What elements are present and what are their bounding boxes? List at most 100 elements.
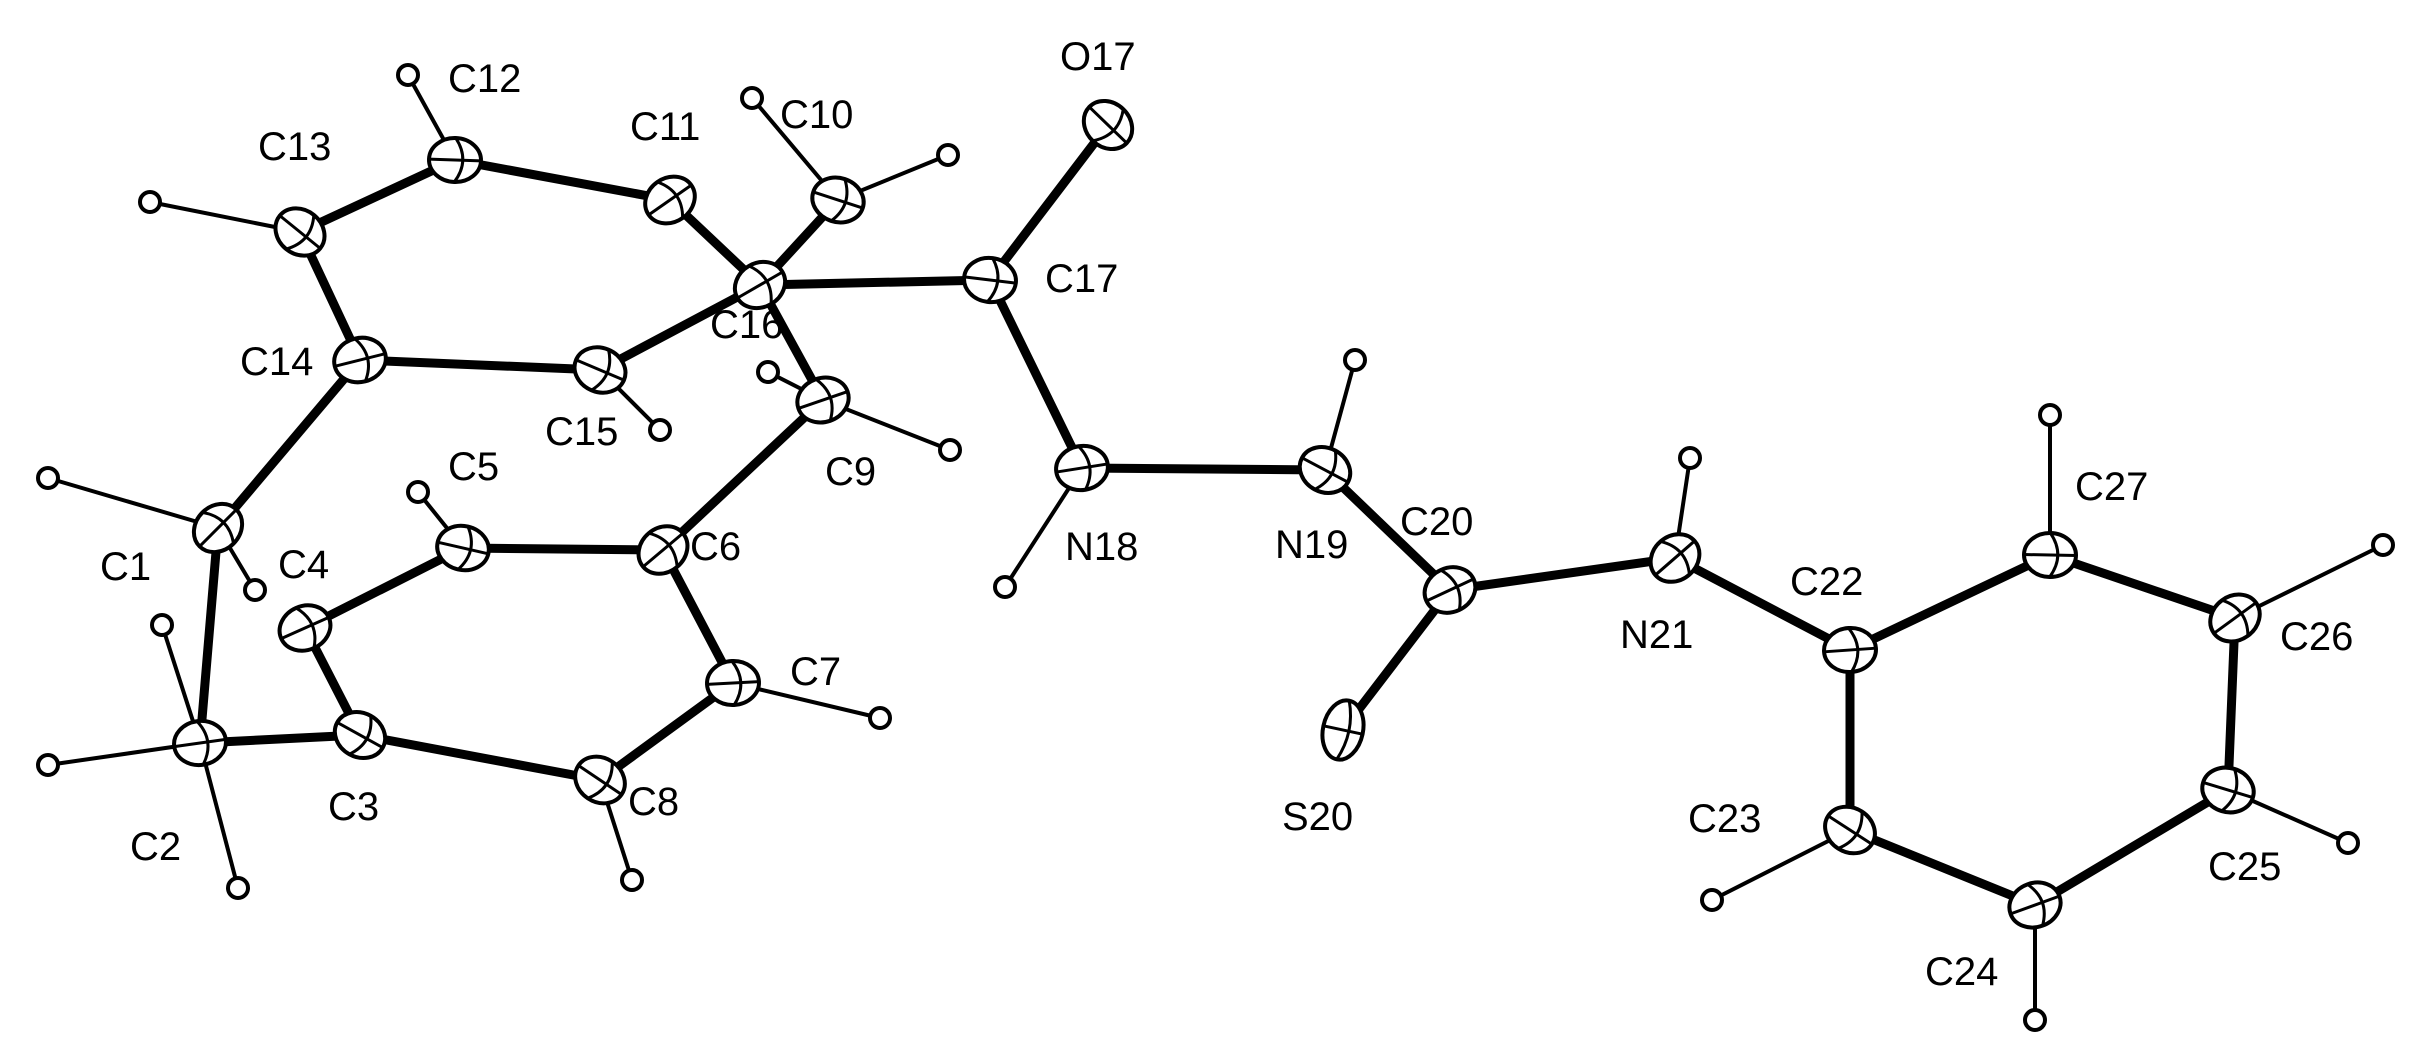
hydrogen-atom-22 [2023, 1008, 2047, 1032]
bond-c24-c25 [2030, 785, 2233, 910]
atom-label-c9: C9 [825, 450, 876, 494]
hydrogen-atom-4 [648, 418, 672, 442]
atom-n18 [1054, 443, 1110, 493]
atom-label-n19: N19 [1275, 523, 1348, 567]
atom-label-c6: C6 [690, 525, 741, 569]
bond-c27-c22 [1845, 550, 2055, 655]
atom-c10 [810, 175, 866, 225]
bond-c12-c13 [295, 155, 460, 237]
hydrogen-atom-14 [620, 868, 644, 892]
bond-c6-c7 [658, 545, 738, 688]
hydrogen-atom-8 [243, 578, 267, 602]
atom-n21 [1648, 532, 1702, 584]
atom-label-n18: N18 [1065, 525, 1138, 569]
atom-label-c2: C2 [130, 825, 181, 869]
bond-c20-n21 [1445, 553, 1680, 595]
hydrogen-atom-6 [938, 438, 962, 462]
atom-c11 [643, 174, 697, 226]
bond-c8-c3 [355, 730, 605, 785]
atom-c12 [427, 135, 483, 185]
hydrogen-atom-5 [756, 360, 780, 384]
hydrogen-atom-0 [396, 63, 420, 87]
atom-c3 [332, 709, 388, 761]
atom-label-c23: C23 [1688, 797, 1761, 841]
bond-c4-c5 [300, 543, 468, 633]
atom-label-c22: C22 [1790, 560, 1863, 604]
atom-label-c13: C13 [258, 125, 331, 169]
atom-label-c5: C5 [448, 445, 499, 489]
atom-label-c15: C15 [545, 410, 618, 454]
atom-c16 [732, 259, 788, 311]
bond-c7-c8 [595, 678, 738, 785]
atom-label-c3: C3 [328, 785, 379, 829]
atom-c17 [962, 255, 1018, 305]
atom-label-c25: C25 [2208, 845, 2281, 889]
atom-label-c8: C8 [628, 780, 679, 824]
hydrogen-atom-9 [150, 613, 174, 637]
atom-label-c12: C12 [448, 57, 521, 101]
atom-label-c16: C16 [710, 303, 783, 347]
atom-label-c20: C20 [1400, 500, 1473, 544]
atom-c5 [435, 523, 491, 573]
bond-c1-c2 [195, 523, 223, 748]
atom-c23 [1823, 804, 1877, 856]
bond-n18-n19 [1077, 463, 1330, 475]
atom-label-c1: C1 [100, 545, 151, 589]
hydrogen-atom-17 [1678, 446, 1702, 470]
bond-c11-c12 [450, 155, 675, 205]
hydrogen-atom-layer [36, 63, 2395, 1032]
hydrogen-atom-18 [2038, 403, 2062, 427]
atom-c24 [2007, 880, 2063, 930]
atom-label-o17: O17 [1060, 35, 1136, 79]
atom-c20 [1422, 565, 1478, 615]
atom-c26 [2208, 592, 2262, 644]
atom-label-c17: C17 [1045, 257, 1118, 301]
hydrogen-atom-20 [2336, 831, 2360, 855]
bond-c16-c17 [755, 275, 995, 290]
atom-c14 [332, 335, 388, 385]
hydrogen-atom-10 [36, 753, 60, 777]
atom-c15 [572, 345, 628, 395]
bond-n19-c20 [1320, 465, 1455, 595]
atom-label-c24: C24 [1925, 950, 1998, 994]
atom-label-c11: C11 [630, 105, 700, 149]
bond-n21-c22 [1670, 553, 1855, 655]
hydrogen-atom-21 [1700, 888, 1724, 912]
bond-c23-c24 [1845, 825, 2040, 910]
bond-c25-c26 [2223, 613, 2240, 795]
bond-c6-c9 [658, 395, 828, 555]
bond-c20-s20 [1338, 585, 1455, 735]
bond-c26-c27 [2045, 550, 2240, 623]
hydrogen-atom-2 [740, 86, 764, 110]
bond-c15-c16 [595, 280, 765, 375]
atom-label-s20: S20 [1282, 795, 1353, 839]
h-bond-c2-11 [198, 741, 240, 890]
atom-c27 [2022, 530, 2078, 580]
atom-c8 [573, 754, 627, 806]
bond-c14-c15 [355, 355, 605, 375]
atom-c2 [172, 718, 228, 768]
hydrogen-atom-7 [36, 466, 60, 490]
bond-c17-o17 [985, 120, 1113, 285]
atom-o17 [1081, 98, 1135, 152]
atom-c13 [273, 206, 327, 258]
atom-label-c4: C4 [278, 543, 329, 587]
hydrogen-atom-11 [226, 876, 250, 900]
atom-label-c10: C10 [780, 93, 853, 137]
atom-label-n21: N21 [1620, 613, 1693, 657]
bond-c1-c14 [213, 355, 365, 533]
bond-layer [195, 120, 2240, 910]
atom-c9 [795, 375, 851, 425]
bond-c17-n18 [985, 275, 1087, 473]
hydrogen-atom-16 [1343, 348, 1367, 372]
atom-s20 [1320, 698, 1366, 762]
bond-c5-c6 [458, 543, 668, 555]
atom-n19 [1297, 445, 1353, 495]
atom-c1 [191, 501, 245, 555]
atom-label-c26: C26 [2280, 615, 2353, 659]
atom-label-c14: C14 [240, 340, 313, 384]
hydrogen-atom-13 [868, 706, 892, 730]
h-bond-c1-7 [46, 476, 220, 530]
hydrogen-atom-3 [936, 143, 960, 167]
